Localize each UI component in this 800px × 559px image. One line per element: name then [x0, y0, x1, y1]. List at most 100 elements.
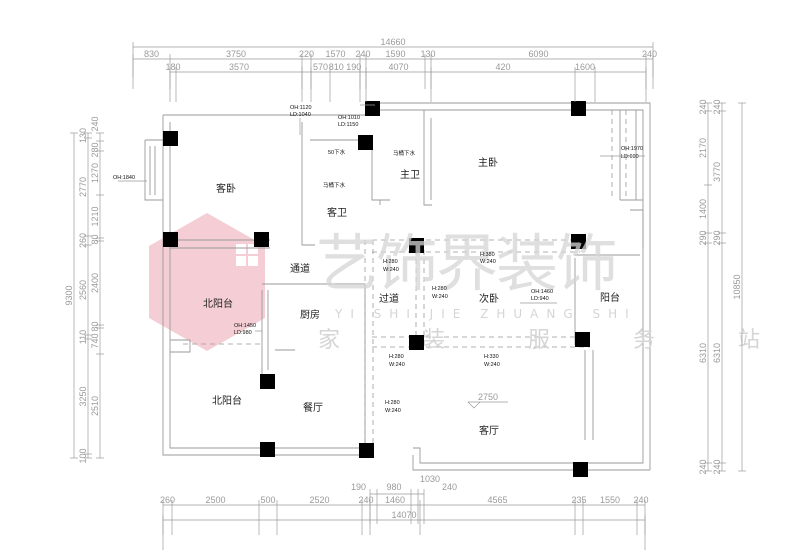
column [260, 374, 275, 389]
note-w240-d: W:240 [389, 362, 405, 368]
column [358, 135, 373, 150]
left-col1-label: 3250 [78, 386, 88, 406]
right-col1-label: 240 [698, 459, 708, 474]
column [571, 234, 586, 249]
column [409, 335, 424, 350]
column [163, 232, 178, 247]
note-ld690: LD:690 [621, 154, 639, 160]
top-row2-label: 3570 [229, 62, 249, 72]
column [163, 131, 178, 146]
room-kitchen: 厨房 [300, 308, 320, 321]
column [254, 232, 269, 247]
note-oh1450: OH:1450 [234, 323, 256, 329]
bottom-row1-label: 240 [358, 495, 373, 505]
room-balcony: 阳台 [600, 291, 620, 304]
note-h330: H:330 [484, 354, 499, 360]
right-col2-label: 290 [712, 230, 722, 245]
room-master-bedroom: 主卧 [478, 156, 498, 169]
window-icon [236, 244, 258, 266]
note-ld1150: LD:1150 [338, 122, 358, 128]
right-col1-label: 6310 [698, 343, 708, 363]
note-h380: H:380 [480, 252, 495, 258]
bottom-row1-label: 235 [571, 495, 586, 505]
bottom-row1-label: 4565 [487, 495, 507, 505]
top-row2-label: 570 [313, 62, 328, 72]
bottom-row1-label: 2500 [205, 495, 225, 505]
bottom-row1-label: 240 [633, 495, 648, 505]
note-w240-f: W:240 [385, 408, 401, 414]
right-col1-label: 240 [698, 99, 708, 114]
left-col2-label: 240 [90, 116, 100, 131]
right-col2-label: 6310 [712, 343, 722, 363]
right-col1-label: 290 [698, 230, 708, 245]
left-total-label: 9300 [64, 285, 74, 305]
note-drain50: 50下水 [328, 148, 346, 156]
column [365, 101, 380, 116]
left-col1-label: 2560 [78, 280, 88, 300]
room-north-balcony-bottom: 北阳台 [212, 394, 242, 407]
watermark-pinyin: YI SHI JIE ZHUANG SHI [334, 307, 637, 321]
top-row1-label: 1570 [325, 49, 345, 59]
top-row1-label: 220 [299, 49, 314, 59]
note-w240-e: W:240 [484, 362, 500, 368]
right-col1-label: 2170 [698, 138, 708, 158]
watermark-title: 艺饰界装饰 [316, 227, 616, 300]
note-oh1120: OH:1120 [290, 105, 312, 111]
right-col2-label: 240 [712, 99, 722, 114]
bottom-row0-label: 190 [351, 482, 366, 492]
top-row1-label: 6090 [528, 49, 548, 59]
column [409, 238, 424, 253]
watermark-logo [149, 213, 265, 351]
left-col2-label: 740 [90, 333, 100, 348]
top-row1-label: 3750 [226, 49, 246, 59]
bottom-row1-label: 500 [260, 495, 275, 505]
level-marker-icon [467, 401, 508, 409]
column [575, 332, 590, 347]
bottom-row1-label: 260 [160, 495, 175, 505]
column [260, 442, 275, 457]
watermark-subtitle: 家 装 服 务 站 [318, 328, 798, 353]
note-h280-a: H:280 [383, 259, 398, 265]
note-h280-b: H:280 [432, 286, 447, 292]
column [573, 462, 588, 477]
right-total-label: 10850 [732, 274, 742, 299]
room-guest-bath: 客卫 [327, 206, 347, 219]
note-w240-a: W:240 [383, 267, 399, 273]
bottom-row0-label: 240 [442, 482, 457, 492]
beams [183, 110, 627, 450]
left-col2-label: 80 [90, 321, 100, 331]
annotations: OH:1840 OH:1120 LD:1040 OH:1010 LD:1150 … [113, 104, 645, 414]
room-guest-bedroom: 客卧 [216, 182, 236, 195]
note-ld940: LD:940 [531, 296, 549, 302]
room-corridor: 通道 [290, 262, 310, 275]
left-col2-label: 80 [90, 234, 100, 244]
bottom-row1-label: 1460 [385, 495, 405, 505]
walls [144, 102, 651, 471]
top-row1-label: 240 [355, 49, 370, 59]
note-ld1040: LD:1040 [290, 112, 311, 118]
top-total-label: 14660 [380, 37, 405, 47]
note-w240-c: W:240 [432, 294, 448, 300]
right-col2-label: 3770 [712, 162, 722, 182]
bottom-row1-label: 1550 [600, 495, 620, 505]
left-col1-label: 110 [78, 330, 88, 344]
left-col2-label: 1210 [90, 206, 100, 226]
note-h280-c: H:280 [389, 354, 404, 360]
top-row1-label: 130 [420, 49, 435, 59]
top-row2-label: 1600 [575, 62, 595, 72]
left-col2-label: 1270 [90, 163, 100, 183]
note-w240-b: W:240 [480, 259, 496, 265]
left-col1-label: 100 [78, 448, 88, 463]
top-row1-label: 240 [642, 49, 657, 59]
bottom-row0-label: 980 [386, 482, 401, 492]
bottom-row1-label: 2520 [309, 495, 329, 505]
top-row1-label: 1590 [385, 49, 405, 59]
note-oh1010: OH:1010 [338, 115, 360, 121]
bottom-total-label: 14070 [391, 510, 416, 520]
left-col2-label: 280 [90, 142, 100, 157]
top-row1-label: 830 [144, 49, 159, 59]
room-north-balcony-top: 北阳台 [203, 297, 233, 310]
right-col1-label: 1400 [698, 199, 708, 219]
